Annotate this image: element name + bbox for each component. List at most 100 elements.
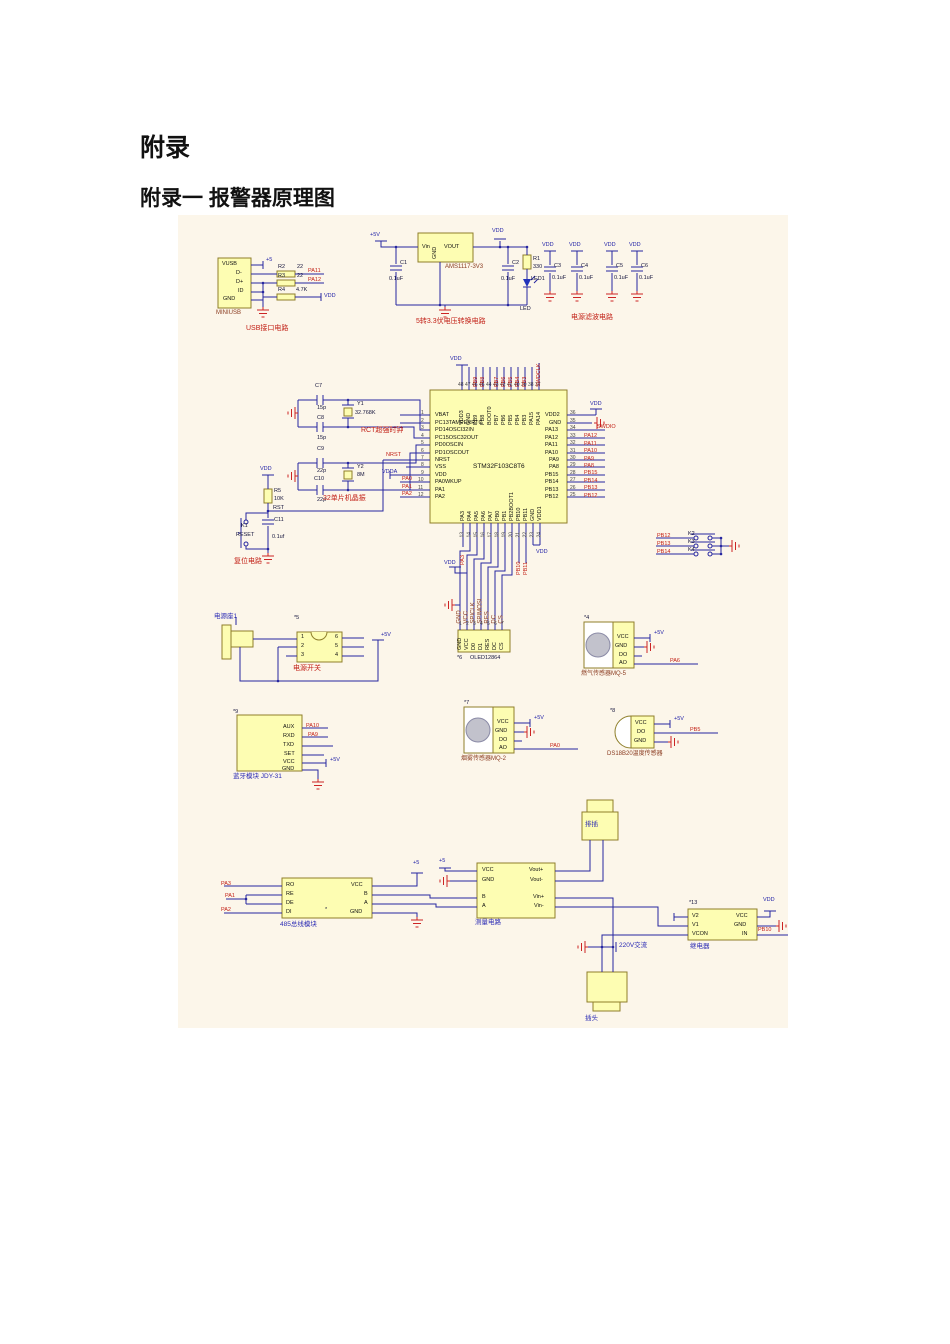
circuit-caption: 32单片机晶振 — [323, 495, 366, 502]
pin-label: VUSB — [222, 261, 237, 267]
net-label: PB4 — [514, 376, 521, 388]
component-value: C9 — [317, 446, 325, 452]
pin-number: 14 — [466, 531, 473, 538]
power-label: +5V — [330, 757, 340, 763]
power-label: VDD — [536, 549, 548, 555]
net-label: PA6 — [670, 658, 680, 664]
pin-label: PD14OSCI32IN — [435, 427, 474, 433]
power-bars — [262, 238, 776, 912]
pin-label: GND — [350, 909, 363, 915]
pin-label: VDD2 — [545, 412, 560, 418]
pin-label: V1 — [692, 922, 699, 928]
pin-number: 5 — [487, 621, 490, 627]
component-name: SPIMOSI — [477, 598, 484, 624]
component-value: LED — [520, 306, 531, 312]
junction-dots — [244, 245, 723, 949]
net-label: PA11 — [584, 441, 597, 447]
pin-label: 2 — [301, 643, 305, 649]
circuit-caption: 排插 — [585, 821, 598, 828]
pin-label: 3 — [301, 652, 305, 658]
net-label: PB8 — [479, 376, 486, 388]
net-label: PA8 — [584, 463, 594, 469]
net-label: PB13 — [657, 541, 671, 547]
mq2-pin-block — [492, 706, 515, 754]
pin-number: 8 — [421, 462, 424, 468]
pin-number: 47 — [465, 382, 471, 388]
pin-label: PC13TAMPERRTC — [435, 420, 483, 426]
pin-label: VCC — [617, 634, 629, 640]
pin-label: A — [482, 903, 486, 909]
pin-label: PB6 — [500, 414, 507, 426]
pin-label: PA2 — [435, 494, 445, 500]
pin-number: 38 — [528, 382, 534, 388]
component-value: C11 — [274, 517, 284, 523]
pin-number: 37 — [535, 382, 541, 388]
pin-number: 10 — [418, 477, 424, 483]
net-label: PA10 — [584, 448, 598, 454]
crystal-y2 — [343, 470, 353, 480]
pin-label: D0 — [470, 643, 477, 651]
pin-label: VCC — [736, 913, 748, 919]
pin-label: PB9 — [472, 414, 479, 426]
power-label: +5 — [439, 858, 446, 864]
pin-label: GND — [634, 738, 647, 744]
power-label: +5V — [370, 232, 380, 238]
circuit-caption: 插头 — [585, 1015, 598, 1022]
component-value: R3 — [278, 273, 286, 279]
switch-notch — [310, 631, 328, 641]
net-label: PB9 — [472, 376, 479, 388]
pin-label: VCC — [283, 759, 295, 765]
pin-label: GND — [465, 412, 472, 426]
pin-label: PA8 — [549, 464, 559, 470]
button-terminals — [243, 519, 713, 557]
pin-number: 15 — [473, 531, 480, 538]
pin-label: SET — [284, 751, 295, 757]
pin-label: TXD — [283, 742, 294, 748]
component-value: LED1 — [531, 276, 545, 282]
pin-number: 3 — [473, 621, 476, 627]
pin-number: 28 — [570, 470, 576, 476]
pin-label: VDD — [435, 472, 447, 478]
pin-number: 9 — [421, 470, 424, 476]
net-label: PB7 — [493, 376, 500, 388]
mq5-sensor-dome — [585, 632, 611, 658]
component-value: R1 — [533, 256, 541, 262]
component-value: *7 — [464, 700, 470, 706]
pin-label: D+ — [236, 279, 244, 285]
power-label: VDD — [569, 242, 581, 248]
pin-number: 36 — [570, 410, 576, 416]
ds18b20-dome — [614, 715, 632, 749]
net-label: PB10 — [758, 927, 772, 933]
pin-number: 16 — [480, 531, 487, 538]
component-value: 0.1uF — [639, 275, 654, 281]
net-label: SWDCLK — [535, 363, 542, 388]
pin-label: VCC — [351, 882, 363, 888]
pin-label: 6 — [335, 634, 339, 640]
component-name: 烟雾传感器MQ-2 — [461, 756, 507, 762]
net-label: PB5 — [690, 727, 701, 733]
component-value: 0.1uF — [389, 276, 404, 282]
pin-label: VCON — [692, 931, 708, 937]
net-label: SWDIO — [597, 424, 616, 430]
pin-label: PA0WKUP — [435, 479, 462, 485]
plug — [586, 971, 628, 1003]
pin-label: RXD — [283, 733, 295, 739]
component-value: Y1 — [357, 401, 364, 407]
net-label: PA1 — [225, 893, 235, 899]
component-value: RST — [273, 505, 284, 511]
power-label: VDD — [450, 356, 462, 362]
pin-number: 7 — [421, 455, 424, 461]
component-value: Y2 — [357, 464, 364, 470]
pin-label: AO — [499, 745, 507, 751]
led-icon — [523, 279, 531, 287]
net-label: PB14 — [657, 549, 671, 555]
pin-label: IN — [742, 931, 748, 937]
net-label: PA1 — [402, 484, 412, 490]
pin-label: AO — [619, 660, 627, 666]
pin-label: DO — [499, 737, 508, 743]
net-label: PA9 — [308, 732, 318, 738]
pin-label: Vout- — [530, 877, 543, 883]
pin-label: VOUT — [444, 244, 460, 250]
pin-number: 21 — [515, 531, 522, 538]
